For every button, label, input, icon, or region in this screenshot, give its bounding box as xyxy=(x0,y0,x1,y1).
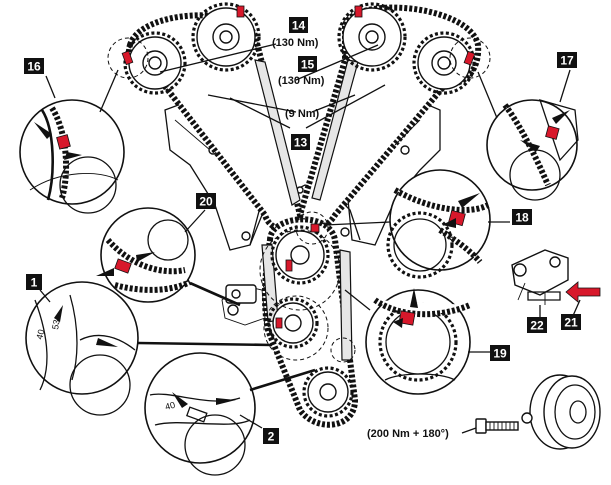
crankshaft-sprocket xyxy=(302,366,354,418)
callout-17: 17 xyxy=(557,52,577,68)
callout-22-label: 22 xyxy=(530,319,544,333)
callout-15: 15 xyxy=(298,56,317,72)
detail-1: 40 53 xyxy=(25,281,273,416)
tool-arrow-21 xyxy=(565,281,601,303)
detail-19 xyxy=(344,288,472,395)
callout-1: 1 xyxy=(26,274,42,290)
lower-idler-sprocket xyxy=(267,297,319,349)
callout-20: 20 xyxy=(196,193,216,209)
callout-13: 13 xyxy=(291,134,310,150)
detail-1-mark-40: 40 xyxy=(34,328,46,340)
callout-20-label: 20 xyxy=(199,195,213,209)
timing-markers-main xyxy=(121,5,476,329)
callout-21-label: 21 xyxy=(564,316,578,330)
sprocket-left-intake xyxy=(191,2,261,72)
callout-2: 2 xyxy=(263,428,279,444)
callout-18: 18 xyxy=(512,209,532,225)
detail-2-mark-40: 40 xyxy=(164,400,176,412)
callout-16: 16 xyxy=(24,58,44,74)
sprocket-right-intake xyxy=(337,2,407,72)
highlight-circles xyxy=(107,37,491,363)
detail-16 xyxy=(19,69,125,214)
callout-21: 21 xyxy=(561,314,581,330)
crankshaft-pulley xyxy=(529,374,601,450)
chain-guides xyxy=(254,59,359,361)
detail-20 xyxy=(96,207,241,307)
callout-14: 14 xyxy=(289,17,308,33)
callout-13-label: 13 xyxy=(294,136,308,150)
callout-19-label: 19 xyxy=(493,347,507,361)
detail-17 xyxy=(477,71,579,201)
callout-1-label: 1 xyxy=(31,276,38,290)
timing-tool xyxy=(511,249,601,318)
sprocket-left-exhaust xyxy=(123,31,187,95)
callout-17-label: 17 xyxy=(560,54,574,68)
callout-18-label: 18 xyxy=(515,211,529,225)
torque-15: (130 Nm) xyxy=(278,75,325,87)
callout-14-label: 14 xyxy=(292,19,306,33)
torque-13: (9 Nm) xyxy=(285,108,320,120)
callout-2-label: 2 xyxy=(268,430,275,444)
leader-lines xyxy=(39,43,581,434)
detail-1-mark-53: 53 xyxy=(50,319,62,331)
callout-19: 19 xyxy=(490,345,510,361)
callout-16-label: 16 xyxy=(27,60,41,74)
torque-14: (130 Nm) xyxy=(272,37,319,49)
torque-crank-bolt: (200 Nm + 180°) xyxy=(367,428,449,440)
detail-18 xyxy=(324,169,491,279)
chain-tensioner xyxy=(225,284,257,304)
callout-22: 22 xyxy=(527,317,547,333)
crankshaft-bolt xyxy=(475,412,533,434)
callout-15-label: 15 xyxy=(301,58,315,72)
detail-2: 40 xyxy=(144,352,316,476)
